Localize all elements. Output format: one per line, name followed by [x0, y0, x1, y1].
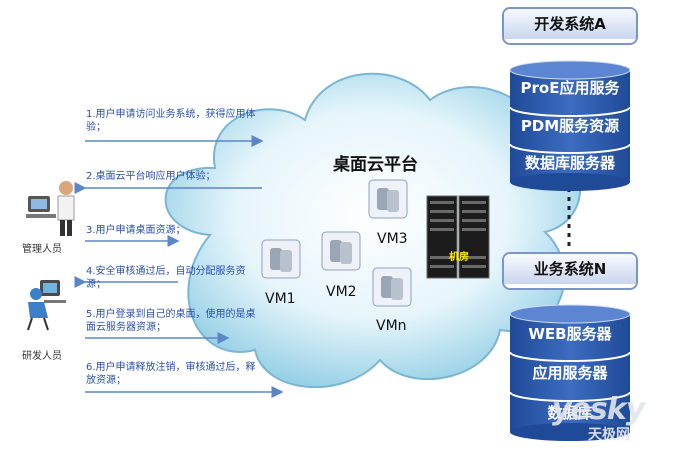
- server-room-label: 机房: [449, 252, 469, 263]
- admin-person-icon: [26, 181, 75, 236]
- step-5-text: 5.用户登录到自己的桌面，使用的是桌面云服务器资源；: [86, 309, 256, 333]
- system-a-disk-stack: [509, 60, 631, 191]
- system-n-header-box: 业务系统N: [502, 252, 638, 290]
- vmn-server-icon: [372, 267, 412, 307]
- yesky-cn-watermark: 天极网: [588, 427, 630, 443]
- system-a-item-1: ProE应用服务: [520, 79, 620, 97]
- vm1-server-icon: [261, 239, 301, 279]
- step-1-text: 1.用户申请访问业务系统，获得应用体验；: [86, 109, 256, 133]
- step-4-text: 4.安全审核通过后，自动分配服务资源；: [86, 266, 246, 290]
- system-n-item-3: 数据库: [547, 404, 593, 422]
- step-arrows: [74, 135, 284, 398]
- vm3-server-icon: [368, 179, 408, 219]
- vm2-server-icon: [321, 231, 361, 271]
- step-2-text: 2.桌面云平台响应用户体验；: [86, 171, 216, 182]
- system-n-item-1: WEB服务器: [528, 325, 612, 343]
- developer-person-icon: [27, 280, 66, 331]
- vm2-label: VM2: [326, 284, 357, 300]
- cloud-platform-title: 桌面云平台: [333, 155, 418, 175]
- system-a-item-3: 数据库服务器: [524, 154, 615, 172]
- admin-label: 管理人员: [22, 244, 62, 255]
- vm3-label: VM3: [377, 231, 408, 247]
- system-a-header-box: 开发系统A: [502, 7, 638, 45]
- vmn-label: VMn: [376, 318, 407, 334]
- system-n-title: 业务系统N: [504, 254, 636, 284]
- system-n-disk-stack: [509, 304, 631, 441]
- vm1-label: VM1: [265, 291, 296, 307]
- system-a-item-2: PDM服务资源: [520, 117, 620, 135]
- system-n-item-2: 应用服务器: [532, 364, 608, 382]
- step-3-text: 3.用户申请桌面资源；: [86, 225, 186, 236]
- developer-label: 研发人员: [22, 351, 62, 362]
- system-a-title: 开发系统A: [504, 9, 636, 39]
- step-6-text: 6.用户申请释放注销，审核通过后，释放资源；: [86, 362, 256, 386]
- cloud-shape: [164, 72, 581, 389]
- yesky-watermark: yesky: [552, 392, 645, 427]
- server-room-racks-icon: [426, 195, 490, 279]
